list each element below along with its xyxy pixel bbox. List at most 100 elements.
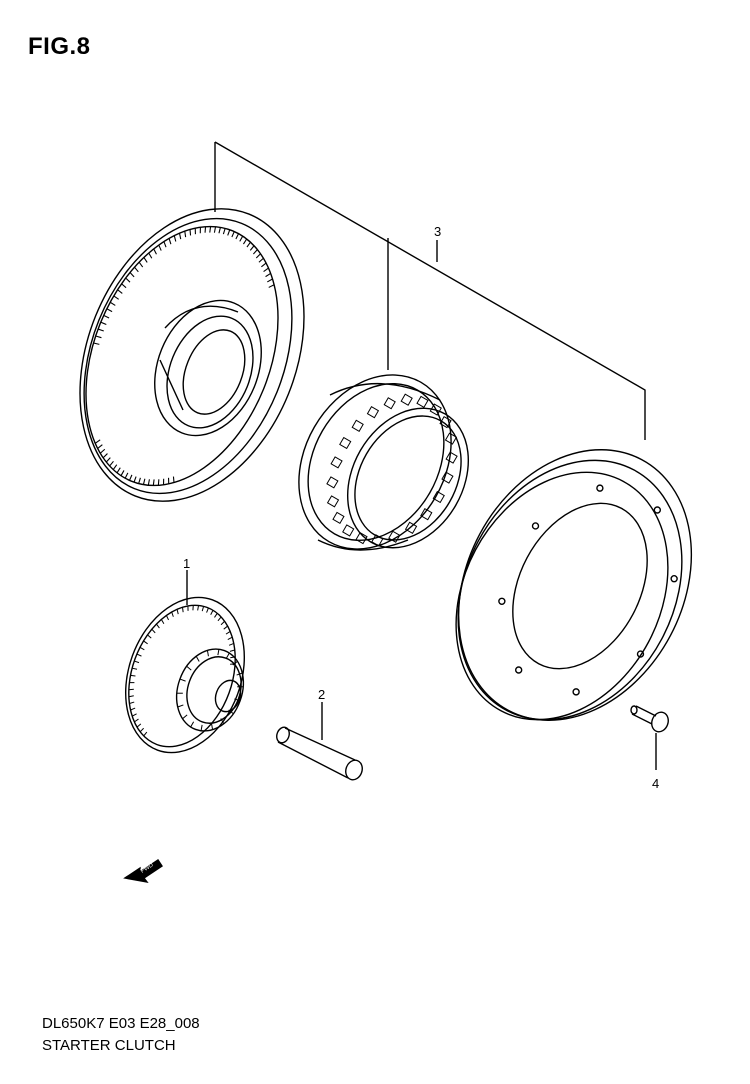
gear-tooth <box>168 238 172 245</box>
gear-tooth <box>217 649 220 656</box>
gear-tooth <box>227 229 231 236</box>
gear-tooth <box>100 321 107 325</box>
diagram-code: DL650K7 E03 E28_008 <box>42 1015 200 1032</box>
gear-tooth <box>109 460 114 467</box>
sprag-element <box>400 393 413 406</box>
gear-tooth <box>182 607 184 613</box>
sprag-element <box>339 436 352 450</box>
gear-tooth <box>106 308 113 313</box>
sprag-element <box>416 395 429 409</box>
gear-tooth <box>143 257 148 263</box>
gear-tooth <box>184 231 187 238</box>
gear-tooth <box>143 640 148 645</box>
sprag-element <box>444 432 458 445</box>
gear-tooth <box>129 701 135 704</box>
callout-4: 4 <box>652 776 659 791</box>
sprag-element <box>326 495 340 508</box>
gear-tooth <box>263 267 269 273</box>
gear-tooth <box>195 655 200 662</box>
gear-tooth <box>121 283 127 289</box>
gear-tooth <box>148 252 153 259</box>
sprag-element <box>404 521 418 534</box>
sprag-element <box>330 456 343 469</box>
gear-tooth <box>218 227 221 234</box>
gear-tooth <box>134 718 139 723</box>
gear-tooth <box>136 723 142 728</box>
gear-tooth <box>222 228 226 235</box>
gear-tooth <box>197 605 200 611</box>
sprag-element <box>432 490 445 504</box>
gear-tooth <box>134 660 140 664</box>
gear-tooth <box>139 646 145 651</box>
sprag-element <box>351 419 364 432</box>
gear-tooth <box>231 231 235 238</box>
gear-tooth <box>156 623 160 629</box>
gear-tooth <box>220 620 225 626</box>
gear-tooth <box>138 261 144 268</box>
gear-tooth <box>132 667 138 670</box>
gear-tooth <box>206 607 209 613</box>
gear-tooth <box>99 448 106 454</box>
one-way-clutch <box>298 374 470 551</box>
gear-tooth <box>239 235 244 242</box>
gear-tooth <box>95 335 102 339</box>
gear-tooth <box>252 249 258 255</box>
gear-tooth <box>179 678 186 682</box>
gear-tooth <box>223 625 228 630</box>
gear-tooth <box>97 444 103 449</box>
gear-tooth <box>268 284 275 288</box>
bolt-hole <box>498 597 506 605</box>
gear-tooth <box>267 278 273 283</box>
gear-tooth <box>93 342 100 345</box>
sprag-element <box>441 471 454 484</box>
gear-tooth <box>232 660 238 666</box>
gear-tooth <box>97 328 104 332</box>
gear-tooth <box>176 609 179 615</box>
callout-2: 2 <box>318 687 325 702</box>
gear-tooth <box>129 474 133 481</box>
gear-tooth <box>138 477 141 484</box>
callout-1: 1 <box>183 556 190 571</box>
gear-tooth <box>94 439 101 444</box>
gear-tooth <box>261 262 267 268</box>
gear-tooth <box>265 272 271 278</box>
gear-tooth <box>236 672 243 676</box>
sprag-element <box>332 511 345 525</box>
gear-tooth <box>225 630 231 635</box>
gear-tooth <box>214 613 218 618</box>
gear-tooth <box>201 606 205 612</box>
gear-tooth <box>228 709 234 715</box>
gear-tooth <box>124 472 129 479</box>
idler-gear <box>124 596 246 754</box>
gear-tooth <box>172 476 175 483</box>
sprag-element <box>366 406 380 419</box>
sprag-element <box>326 476 339 489</box>
gear-tooth <box>136 653 142 657</box>
sprag-element <box>429 403 442 416</box>
gear-tooth <box>130 674 136 677</box>
gear-tooth <box>235 233 240 240</box>
gear-tooth <box>165 615 169 621</box>
gear-tooth <box>113 295 120 300</box>
gear-tooth <box>117 289 123 294</box>
sprag-element <box>445 451 458 464</box>
gear-tooth <box>258 257 264 263</box>
gear-tooth <box>234 698 241 702</box>
gear-tooth <box>163 241 167 248</box>
gear-tooth <box>112 464 118 470</box>
bolt <box>630 705 669 770</box>
gear-tooth <box>220 718 225 725</box>
gear-tooth <box>229 649 235 652</box>
gear-tooth <box>189 229 192 236</box>
diagram-title: STARTER CLUTCH <box>42 1037 176 1054</box>
gear-tooth <box>130 707 136 711</box>
gear-tooth <box>116 467 121 474</box>
gear-tooth <box>102 453 108 459</box>
gear-tooth <box>147 479 150 486</box>
gear-tooth <box>190 721 195 728</box>
gear-tooth <box>125 277 131 283</box>
gear-tooth <box>255 253 261 259</box>
gear-tooth <box>213 226 217 233</box>
gear-tooth <box>158 244 162 251</box>
bolt-hole <box>653 506 662 514</box>
